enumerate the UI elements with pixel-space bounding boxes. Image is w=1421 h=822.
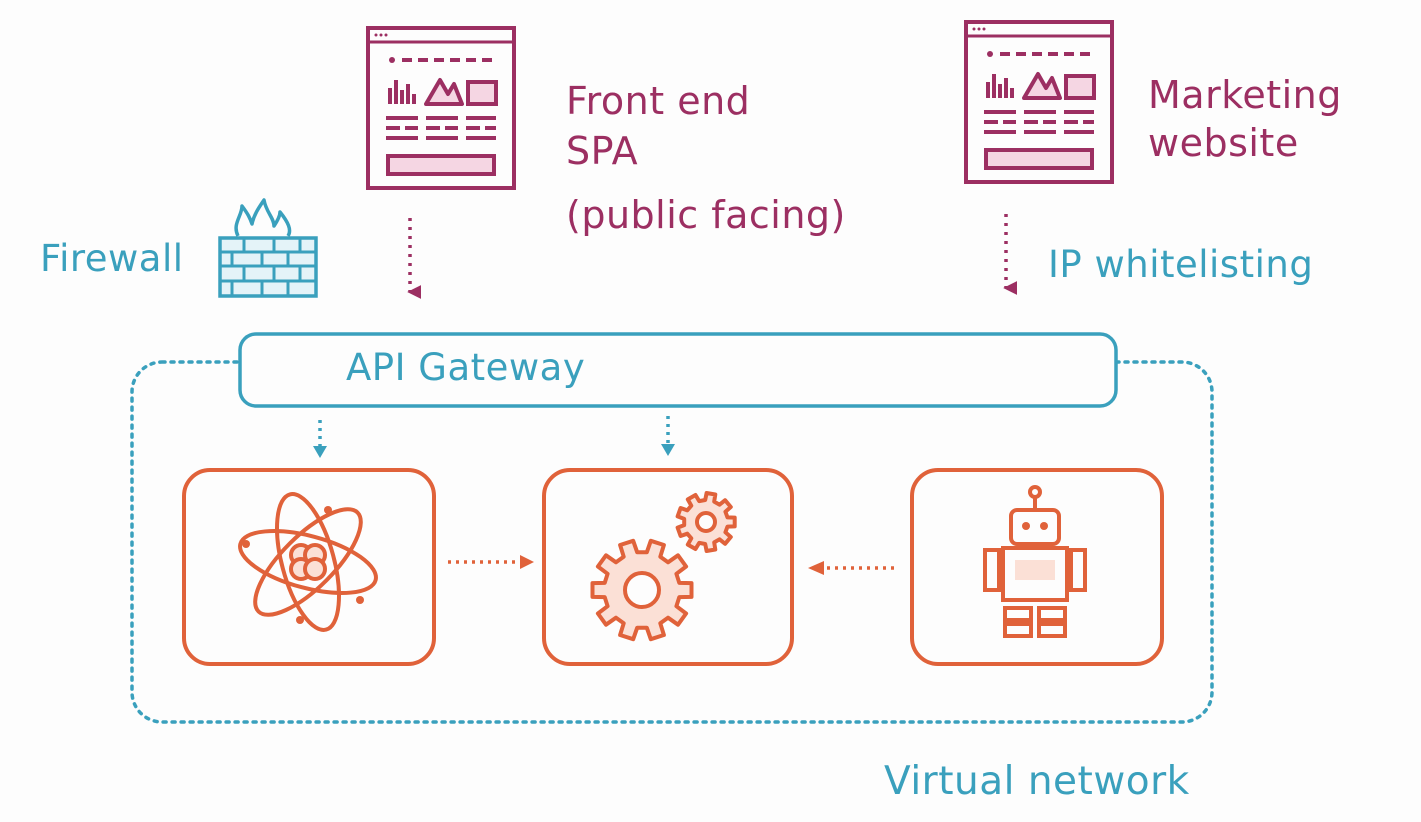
front-end-label-line2: SPA (566, 129, 639, 173)
gateway-to-service-arrow (661, 416, 675, 456)
firewall-icon (218, 198, 318, 298)
front-end-label: Front end SPA (566, 80, 750, 180)
virtual-network-label: Virtual network (884, 759, 1190, 804)
front-end-sublabel: (public facing) (566, 193, 846, 237)
marketing-label: Marketing website (1148, 74, 1342, 170)
web-page-icon (964, 20, 1114, 184)
front-end-label-line1: Front end (566, 79, 751, 123)
atom-icon (238, 492, 378, 632)
marketing-label-line2: website (1148, 121, 1299, 165)
virtual-network-boundary (130, 360, 1214, 724)
gateway-to-service-arrow (313, 420, 327, 458)
api-gateway-box (238, 332, 1118, 408)
gears-icon (590, 491, 737, 642)
web-page-icon (366, 26, 516, 190)
atom-to-gears-arrow (448, 555, 534, 569)
ip-whitelisting-label: IP whitelisting (1048, 243, 1314, 286)
marketing-label-line1: Marketing (1148, 73, 1342, 117)
robot-to-gears-arrow (808, 561, 894, 575)
api-gateway-label: API Gateway (346, 346, 586, 389)
firewall-label: Firewall (40, 237, 184, 280)
robot-icon (983, 485, 1087, 638)
